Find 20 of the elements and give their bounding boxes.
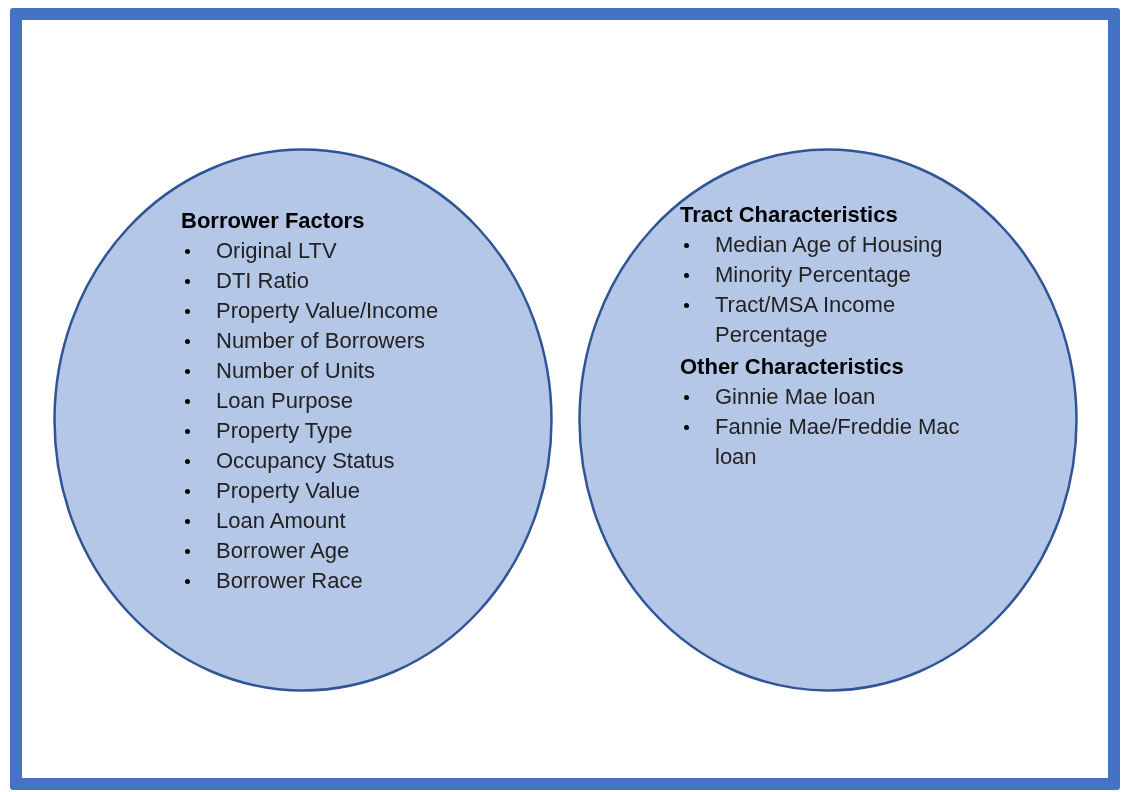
list-item: Occupancy Status: [216, 447, 395, 475]
section-heading: Tract Characteristics: [680, 201, 898, 229]
list-item: Original LTV: [216, 237, 337, 265]
list-item: DTI Ratio: [216, 267, 309, 295]
list-item: Median Age of Housing: [715, 231, 943, 259]
list-item: Property Value/Income: [216, 297, 439, 325]
list-item: Property Type: [216, 417, 353, 445]
list-item: Loan Amount: [216, 507, 346, 535]
list-item: Tract/MSA Income Percentage: [715, 291, 897, 349]
list-item: Loan Purpose: [216, 387, 353, 415]
list-item: Borrower Race: [216, 567, 363, 595]
list-item: Number of Borrowers: [216, 327, 426, 355]
section-heading: Other Characteristics: [680, 353, 904, 381]
list-item: Property Value: [216, 477, 360, 505]
section-heading: Borrower Factors: [181, 207, 365, 235]
list-item: Minority Percentage: [715, 261, 911, 289]
list-item: Ginnie Mae loan: [715, 383, 876, 411]
list-item: Number of Units: [216, 357, 375, 385]
list-item: Fannie Mae/Freddie Mac loan: [715, 413, 961, 471]
list-item: Borrower Age: [216, 537, 350, 565]
